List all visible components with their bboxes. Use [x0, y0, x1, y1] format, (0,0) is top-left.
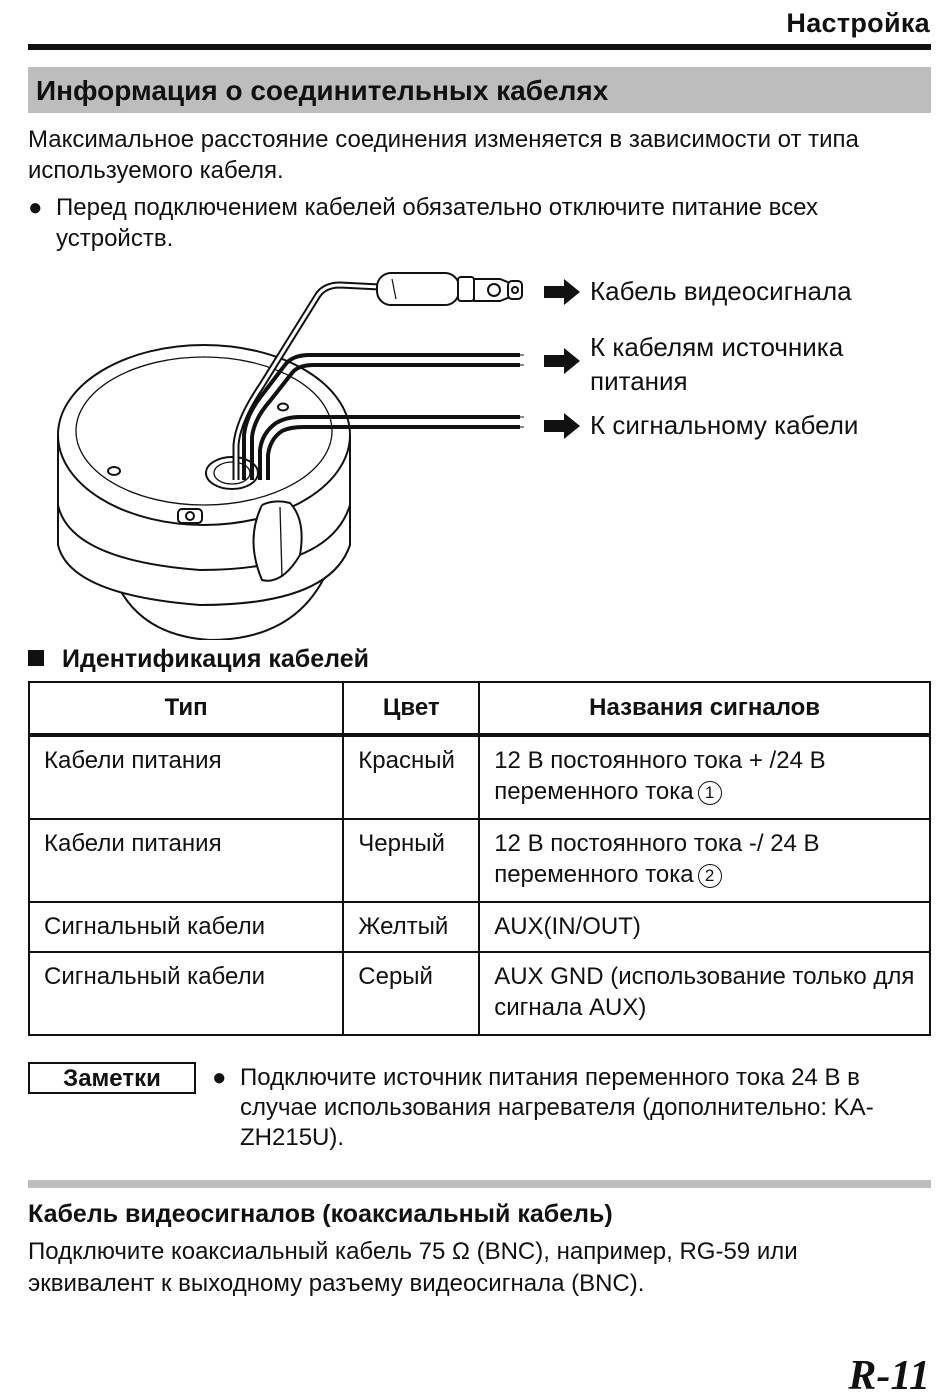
cell-color: Красный [342, 734, 481, 820]
label-signal-cable: К сигнальному кабели [590, 410, 859, 440]
signal-text: 12 В постоянного тока + /24 В переменног… [494, 747, 826, 805]
arrow-right-icon [544, 413, 580, 439]
square-bullet-icon [28, 650, 44, 666]
bullet-dot-icon: ● [28, 194, 43, 221]
cell-signal: 12 В постоянного тока + /24 В переменног… [478, 734, 931, 820]
cell-signal: 12 В постоянного тока -/ 24 В переменног… [478, 818, 931, 903]
coax-paragraph: Подключите коаксиальный кабель 75 Ω (BNC… [28, 1238, 798, 1297]
cell-signal: AUX(IN/OUT) [478, 901, 931, 953]
camera-cable-illustration [57, 272, 524, 640]
intro-paragraph: Максимальное расстояние соединения измен… [28, 126, 859, 184]
header-type: Тип [27, 681, 345, 737]
cell-type: Кабели питания [27, 734, 345, 820]
notes-label: Заметки [28, 1062, 196, 1094]
arrow-right-icon [544, 348, 580, 374]
cell-type: Кабели питания [27, 818, 345, 903]
signal-text: 12 В постоянного тока -/ 24 В переменног… [494, 830, 820, 888]
coax-heading: Кабель видеосигналов (коаксиальный кабел… [28, 1200, 613, 1228]
table-header-row: Тип Цвет Названия сигналов [27, 681, 931, 737]
table-row: Кабели питания Красный 12 В постоянного … [27, 734, 931, 820]
bullet-dot-icon: ● [212, 1064, 227, 1091]
circled-number-2: 2 [697, 864, 722, 888]
cell-color: Черный [342, 818, 481, 903]
table-row: Сигнальный кабели Серый AUX GND (использ… [27, 951, 931, 1036]
header-signal: Названия сигналов [478, 681, 931, 737]
page-number: R-11 [848, 1353, 930, 1399]
bullet-item: ● Перед подключением кабелей обязательно… [28, 192, 908, 254]
cell-signal: AUX GND (использование только для сигнал… [478, 951, 931, 1036]
cell-color: Желтый [342, 901, 481, 953]
table-row: Кабели питания Черный 12 В постоянного т… [27, 818, 931, 903]
cable-id-title: Идентификация кабелей [62, 645, 369, 673]
notes-text: Подключите источник питания переменного … [240, 1064, 874, 1151]
label-power-cable-line2: питания [590, 366, 688, 396]
header-title: Настройка [786, 8, 930, 38]
header-color: Цвет [342, 681, 481, 737]
section-title: Информация о соединительных кабелях [28, 67, 931, 113]
section-divider [28, 1180, 931, 1188]
cable-id-heading: Идентификация кабелей [28, 645, 369, 674]
circled-number-1: 1 [697, 781, 722, 805]
label-video-cable: Кабель видеосигнала [590, 276, 852, 306]
table-row: Сигнальный кабели Желтый AUX(IN/OUT) [27, 901, 931, 953]
label-power-cable-line1: К кабелям источника [590, 332, 844, 362]
cell-type: Сигнальный кабели [27, 951, 345, 1036]
arrow-right-icon [544, 279, 580, 305]
cable-id-table: Тип Цвет Названия сигналов Кабели питани… [27, 681, 931, 1036]
bullet-text: Перед подключением кабелей обязательно о… [56, 194, 818, 252]
notes-item: ● Подключите источник питания переменног… [212, 1063, 912, 1153]
header-divider [28, 44, 931, 50]
cell-type: Сигнальный кабели [27, 901, 345, 953]
cell-color: Серый [342, 951, 481, 1036]
